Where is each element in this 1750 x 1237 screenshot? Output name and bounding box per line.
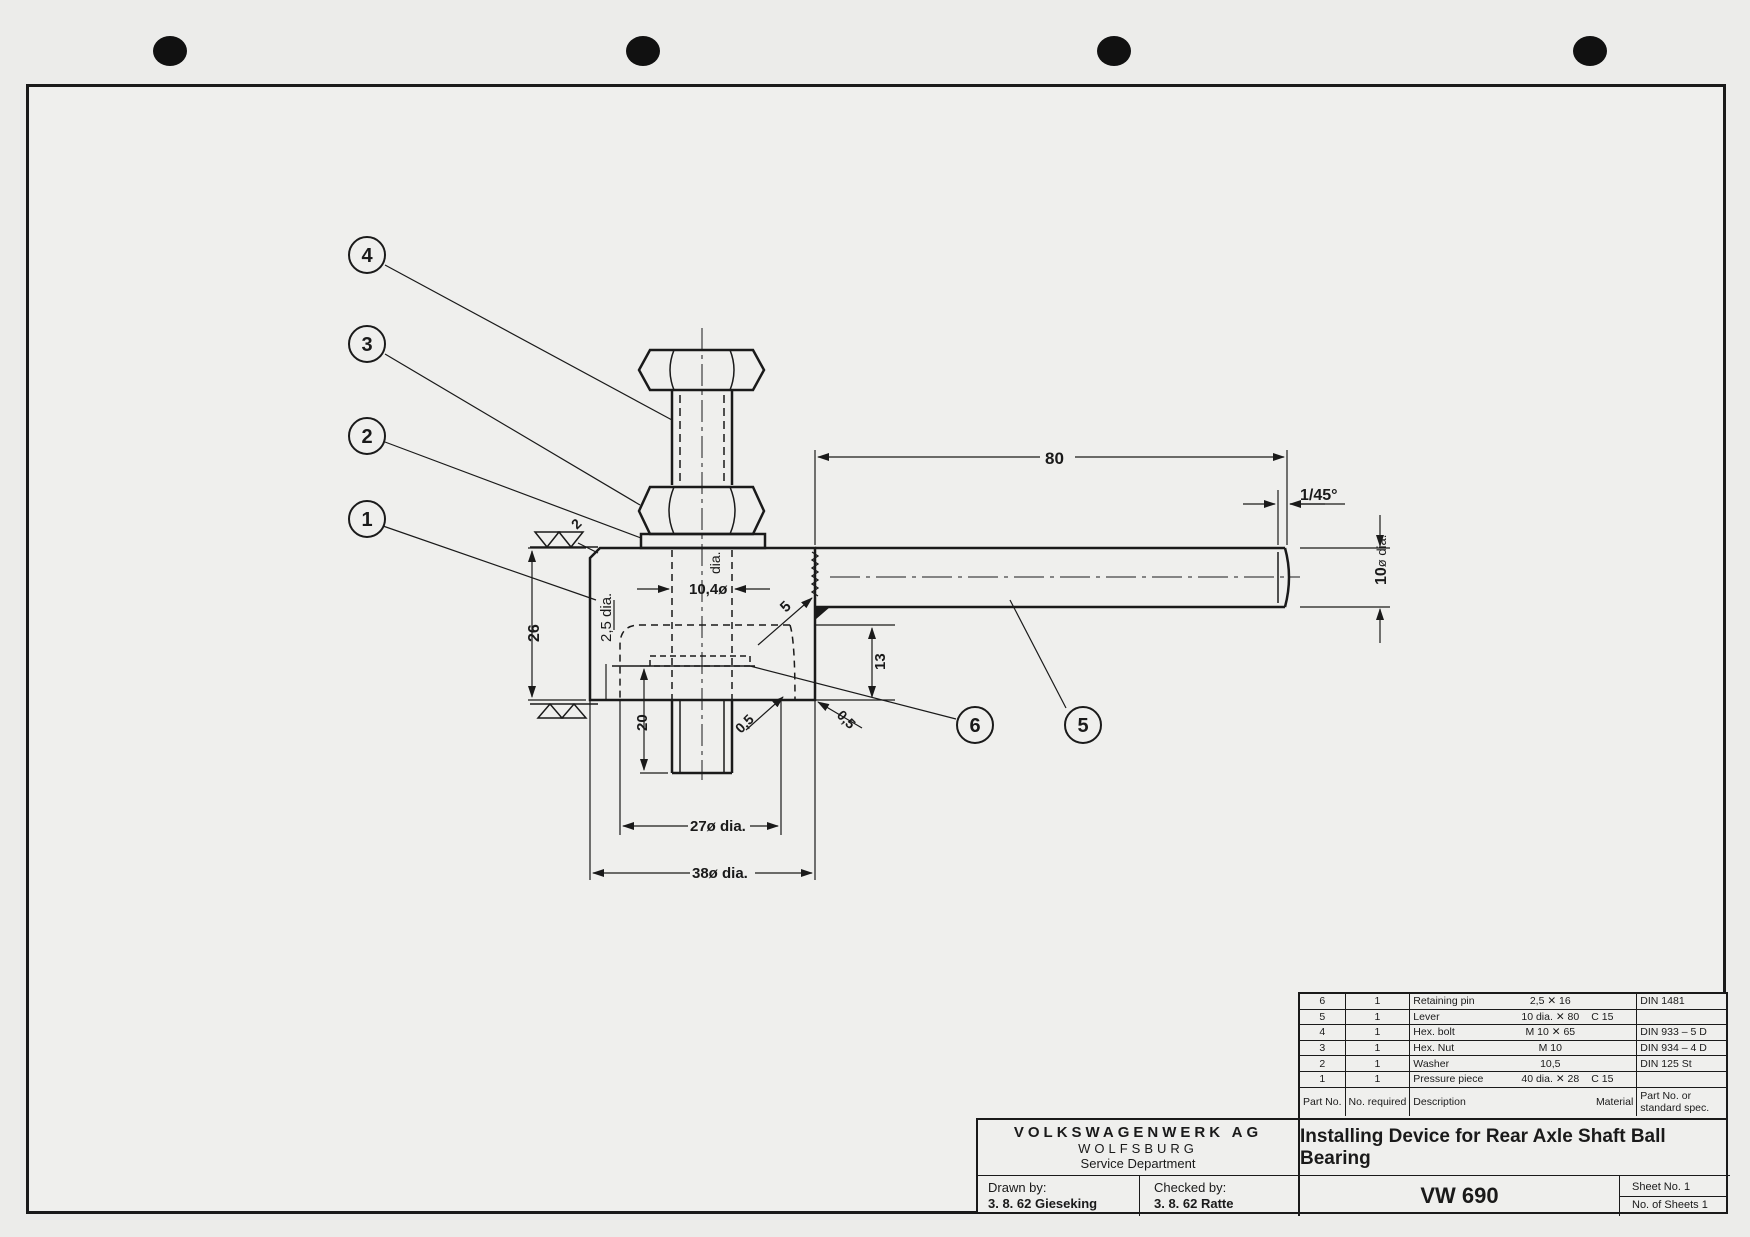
header-spec: Part No. or standard spec. [1640, 1089, 1710, 1114]
parts-cell-spec: DIN 125 St [1636, 1055, 1726, 1072]
dim-13: 13 [872, 653, 889, 670]
punch-hole [1097, 36, 1131, 66]
dim-chamfer-right: 0,5 [834, 707, 859, 732]
punch-hole [1573, 36, 1607, 66]
dim-chamfer-left: 0,5 [732, 711, 757, 736]
parts-cell-spec: DIN 1481 [1636, 994, 1726, 1010]
svg-text:2: 2 [361, 426, 372, 448]
lever [815, 546, 1291, 609]
parts-cell-qty: 1 [1345, 1071, 1411, 1088]
dim-outer-dia: 38ø dia. [692, 865, 748, 882]
dim-pin-dia: 2,5 dia. [598, 593, 615, 642]
parts-cell-no: 6 [1300, 994, 1346, 1010]
dim-dia-vertical: dia. [707, 551, 723, 574]
dim-chamfer: 1/45° [1300, 487, 1338, 504]
parts-cell-material [1588, 1055, 1638, 1072]
parts-cell-no: 5 [1300, 1009, 1346, 1026]
parts-cell-spec [1636, 1009, 1726, 1026]
dim-step: 2 [568, 515, 585, 532]
parts-cell-size: M 10 ✕ 65 [1512, 1024, 1589, 1041]
parts-cell-no: 2 [1300, 1055, 1346, 1072]
parts-cell-spec: DIN 934 – 4 D [1636, 1040, 1726, 1057]
callout-1: 1 [348, 500, 386, 538]
dim-26: 26 [526, 624, 543, 642]
svg-text:1: 1 [361, 509, 372, 531]
hex-bolt [637, 348, 766, 485]
parts-cell-spec [1636, 1071, 1726, 1088]
callout-2: 2 [348, 417, 386, 455]
parts-cell-size: 2,5 ✕ 16 [1512, 994, 1589, 1010]
parts-cell-qty: 1 [1345, 1009, 1411, 1026]
parts-cell-desc: Hex. Nut [1409, 1040, 1513, 1057]
dim-inner-dia: 27ø dia. [690, 818, 746, 835]
parts-cell-no: 1 [1300, 1071, 1346, 1088]
parts-cell-desc: Lever [1409, 1009, 1513, 1026]
drawing-title: Installing Device for Rear Axle Shaft Ba… [1300, 1120, 1730, 1176]
sheet-info: Sheet No. 1 No. of Sheets 1 [1620, 1176, 1728, 1216]
parts-cell-size: M 10 [1512, 1040, 1589, 1057]
dim-weld: 5 [777, 598, 795, 616]
svg-text:3: 3 [361, 334, 372, 356]
title-block: VOLKSWAGENWERK AG WOLFSBURG Service Depa… [976, 1118, 1730, 1216]
parts-cell-spec: DIN 933 – 5 D [1636, 1024, 1726, 1041]
parts-cell-no: 3 [1300, 1040, 1346, 1057]
parts-cell-desc: Retaining pin [1409, 994, 1513, 1010]
company-box: VOLKSWAGENWERK AG WOLFSBURG Service Depa… [978, 1120, 1300, 1176]
company-department: Service Department [1080, 1156, 1196, 1171]
company-city: WOLFSBURG [1078, 1141, 1198, 1156]
callout-3: 3 [348, 325, 386, 363]
punch-hole [153, 36, 187, 66]
parts-cell-size: 40 dia. ✕ 28 [1512, 1071, 1589, 1088]
parts-cell-qty: 1 [1345, 1040, 1411, 1057]
checked-by: Checked by: 3. 8. 62 Ratte [1140, 1176, 1300, 1216]
retaining-pin [612, 655, 755, 667]
parts-cell-size: 10,5 [1512, 1055, 1589, 1072]
drawn-by: Drawn by: 3. 8. 62 Gieseking [978, 1176, 1140, 1216]
parts-header-row: Part No. No. required Description Materi… [1300, 1087, 1726, 1116]
svg-text:5: 5 [1077, 715, 1088, 737]
parts-cell-qty: 1 [1345, 1055, 1411, 1072]
parts-cell-no: 4 [1300, 1024, 1346, 1041]
parts-cell-material [1588, 994, 1638, 1010]
washer [639, 532, 767, 550]
dim-80: 80 [1045, 449, 1064, 468]
parts-cell-material [1588, 1024, 1638, 1041]
punch-hole [626, 36, 660, 66]
company-name: VOLKSWAGENWERK AG [1013, 1124, 1263, 1141]
svg-text:4: 4 [361, 245, 373, 267]
header-description: Description [1413, 1095, 1466, 1108]
drawing-number: VW 690 [1300, 1176, 1620, 1216]
parts-cell-material: C 15 [1588, 1009, 1638, 1026]
header-part-no: Part No. [1300, 1087, 1346, 1116]
parts-cell-qty: 1 [1345, 1024, 1411, 1041]
dim-20: 20 [634, 714, 651, 731]
parts-cell-desc: Hex. bolt [1409, 1024, 1513, 1041]
callout-4: 4 [348, 236, 386, 274]
callout-5: 5 [1064, 706, 1102, 744]
parts-cell-desc: Pressure piece [1409, 1071, 1513, 1088]
header-material: Material [1588, 1087, 1638, 1116]
parts-cell-material: C 15 [1588, 1071, 1638, 1088]
parts-cell-size: 10 dia. ✕ 80 [1512, 1009, 1589, 1026]
parts-cell-material [1588, 1040, 1638, 1057]
parts-cell-desc: Washer [1409, 1055, 1513, 1072]
dim-bolt-hole: 10,4ø [689, 581, 728, 598]
dim-lever-dia: 10ø dia. [1373, 535, 1390, 585]
header-qty: No. required [1345, 1087, 1411, 1116]
callout-6: 6 [956, 706, 994, 744]
svg-text:6: 6 [969, 715, 980, 737]
parts-cell-qty: 1 [1345, 994, 1411, 1010]
